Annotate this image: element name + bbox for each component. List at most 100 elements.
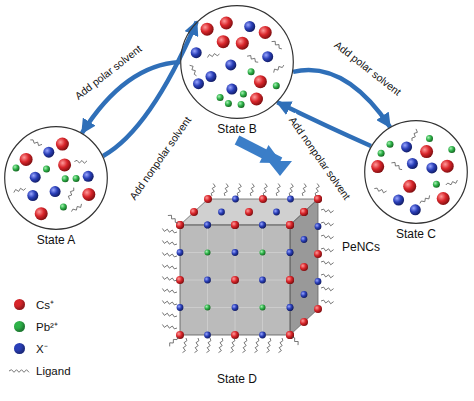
legend-text: Ligand (36, 364, 71, 378)
ligand-chain (162, 301, 177, 305)
state-circle (4, 126, 108, 230)
cs-ion (286, 221, 294, 229)
halide-ion (259, 222, 266, 229)
ligand-chain (446, 180, 458, 185)
cs-ion (300, 208, 308, 216)
halide-ion (191, 47, 202, 58)
halide-ion (287, 249, 294, 256)
ligand-chain (162, 241, 177, 245)
state-circle (180, 5, 294, 119)
cs-ion (259, 195, 267, 203)
ligand-chain (289, 184, 293, 197)
halide-ion (273, 209, 280, 216)
ligand-chain (321, 222, 334, 226)
cs-ion (82, 188, 95, 201)
ligand-chain (162, 265, 177, 269)
cs-ion (371, 160, 384, 173)
halide-ion (301, 236, 308, 243)
halide-ion (204, 222, 211, 229)
cs-ion (286, 331, 294, 339)
ligand-chain (321, 261, 334, 265)
ligand-chain (276, 184, 280, 197)
pb-ion (448, 146, 455, 153)
halide-ion (262, 51, 273, 62)
pb-ion (217, 94, 224, 101)
cs-ion (231, 276, 239, 284)
ligand-chain (321, 209, 334, 213)
pb-ion (205, 250, 211, 256)
ligand-chain (9, 370, 29, 373)
solution-contents (371, 129, 457, 215)
ligand-chain (412, 129, 418, 141)
legend-ligand-sample (8, 365, 32, 377)
state-label: State A (37, 233, 76, 247)
halide-ion (393, 195, 404, 206)
ligand-chain (14, 188, 26, 192)
ligand-chain (195, 338, 199, 353)
ligand-chain (162, 253, 177, 257)
pb-ion (273, 82, 280, 89)
halide-ion (232, 196, 239, 203)
pb-ion (387, 141, 394, 148)
halide-ion (225, 59, 236, 70)
ligand-chain (162, 289, 177, 293)
pb-ion (60, 203, 67, 210)
ligand-chain (272, 41, 282, 49)
halide-ion (287, 304, 294, 311)
solution-state: State C (364, 120, 468, 243)
cs-ion (56, 138, 69, 151)
halide-ion (287, 249, 294, 256)
edge-label: Add polar solvent (71, 41, 145, 103)
pb-ion (13, 164, 20, 171)
cs-ion (441, 160, 454, 173)
pb-ion (205, 305, 211, 311)
ligand-chain (321, 287, 334, 291)
ligand-chain (170, 337, 178, 346)
halide-ion (43, 147, 54, 158)
halide-ion (301, 291, 308, 298)
halide-ion (204, 277, 211, 284)
ligand-chain (247, 56, 258, 63)
halide-ion (50, 186, 61, 197)
cube-front-face (180, 225, 290, 335)
cs-ion (286, 276, 294, 284)
ligand-chain (302, 184, 306, 197)
process-arrow (237, 140, 280, 162)
cs-ion (58, 158, 71, 171)
cs-ion (236, 37, 249, 50)
ligand-chain (211, 184, 215, 197)
pb-ion (260, 250, 266, 256)
halide-ion (83, 171, 94, 182)
solution-state: State B (180, 5, 294, 138)
ligand-chain (74, 160, 87, 163)
state-label: State B (217, 122, 256, 136)
state-circle-outline (5, 127, 108, 230)
legend-swatch (14, 343, 25, 354)
halide-ion (401, 141, 412, 152)
halide-ion (226, 84, 237, 95)
pb-ion (378, 150, 385, 157)
ligand-chain (207, 338, 211, 353)
ligand-chain (183, 338, 187, 353)
halide-ion (287, 196, 294, 203)
ligand-chain (231, 338, 235, 353)
ligand-chain (321, 235, 334, 239)
ligand-chain (30, 140, 42, 146)
nanocrystal-state: PeNCsState D (160, 176, 400, 394)
ligand-chain (190, 65, 197, 76)
ligand-chain (224, 184, 228, 197)
cs-ion (176, 221, 184, 229)
ligand-chain (321, 248, 334, 252)
edge-label: Add nonpolar solvent (286, 113, 355, 204)
pb-ion (43, 166, 50, 173)
ligand-chain (391, 162, 402, 169)
ligand-chain (237, 184, 241, 197)
ligand-chain (162, 229, 177, 233)
legend-swatch (14, 321, 25, 332)
cs-ion (259, 26, 272, 39)
pb-ion (62, 175, 69, 182)
cs-ion (314, 305, 322, 313)
halide-ion (315, 278, 322, 285)
